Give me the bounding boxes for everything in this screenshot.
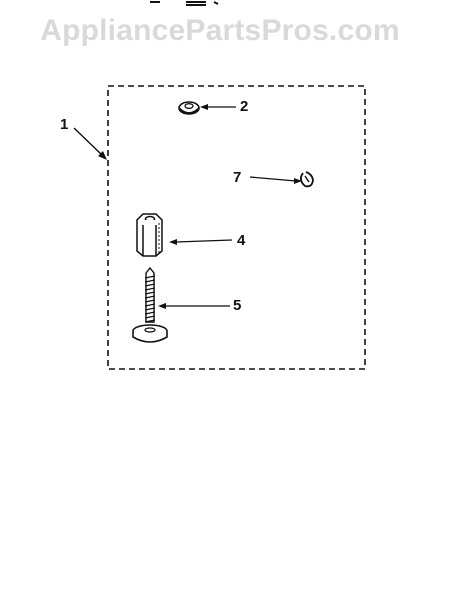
callout-4-nut: 4 [237, 232, 246, 249]
cropped-top-fragments [150, 1, 219, 6]
callout-5-screw: 5 [233, 297, 242, 314]
screw-thread [144, 311, 156, 315]
callout-7-clip: 7 [233, 169, 242, 186]
screw-thread [144, 295, 156, 299]
callout-1-kit: 1 [60, 116, 69, 133]
screw-thread [144, 279, 156, 283]
screw-part [132, 266, 168, 343]
screw-thread [144, 319, 156, 323]
hex-nut-part [135, 213, 164, 257]
clip-part [300, 171, 314, 188]
screw-thread [144, 287, 156, 291]
leader-1 [73, 127, 107, 160]
callout-2-washer: 2 [240, 98, 249, 115]
screw-thread [144, 291, 156, 295]
screw-thread [144, 283, 156, 287]
screw-thread [144, 303, 156, 307]
screw-thread [144, 315, 156, 319]
screw-thread [144, 275, 156, 279]
watermark: AppliancePartsPros.com [40, 14, 400, 47]
leader-2 [200, 104, 236, 110]
screw-thread [144, 299, 156, 303]
leader-5 [158, 303, 230, 309]
screw-thread [144, 307, 156, 311]
leader-4 [169, 239, 233, 245]
washer-part [178, 101, 200, 115]
leader-7 [249, 176, 302, 184]
